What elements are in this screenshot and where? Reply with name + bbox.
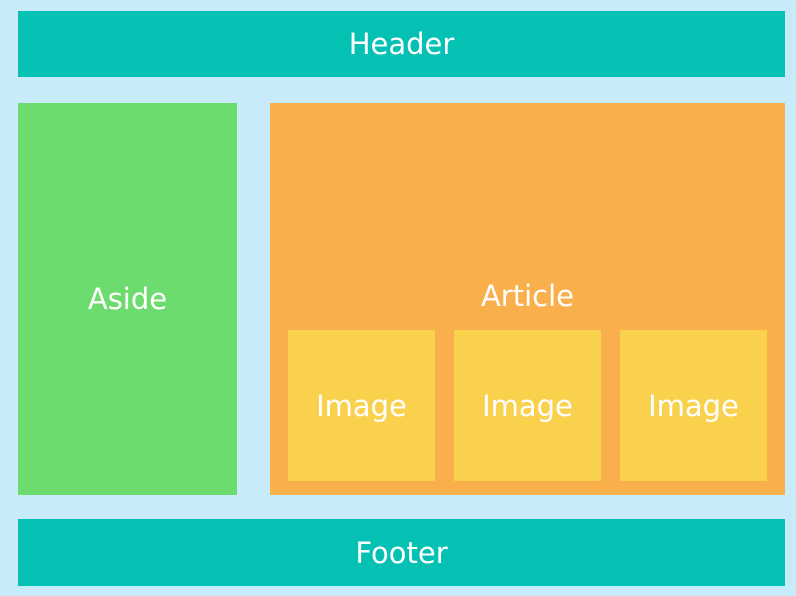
article-label: Article [480, 279, 575, 313]
image-label-2: Image [482, 388, 573, 423]
image-block-3: Image [620, 330, 767, 481]
image-block-1: Image [288, 330, 435, 481]
footer-block: Footer [18, 519, 785, 586]
image-label-3: Image [648, 388, 739, 423]
footer-label: Footer [355, 535, 448, 570]
aside-label: Aside [87, 282, 168, 316]
header-label: Header [348, 27, 455, 61]
image-block-2: Image [454, 330, 601, 481]
article-label-wrap: Article [270, 272, 785, 320]
header-block: Header [18, 11, 785, 77]
aside-block: Aside [18, 103, 237, 495]
image-label-1: Image [316, 388, 407, 423]
